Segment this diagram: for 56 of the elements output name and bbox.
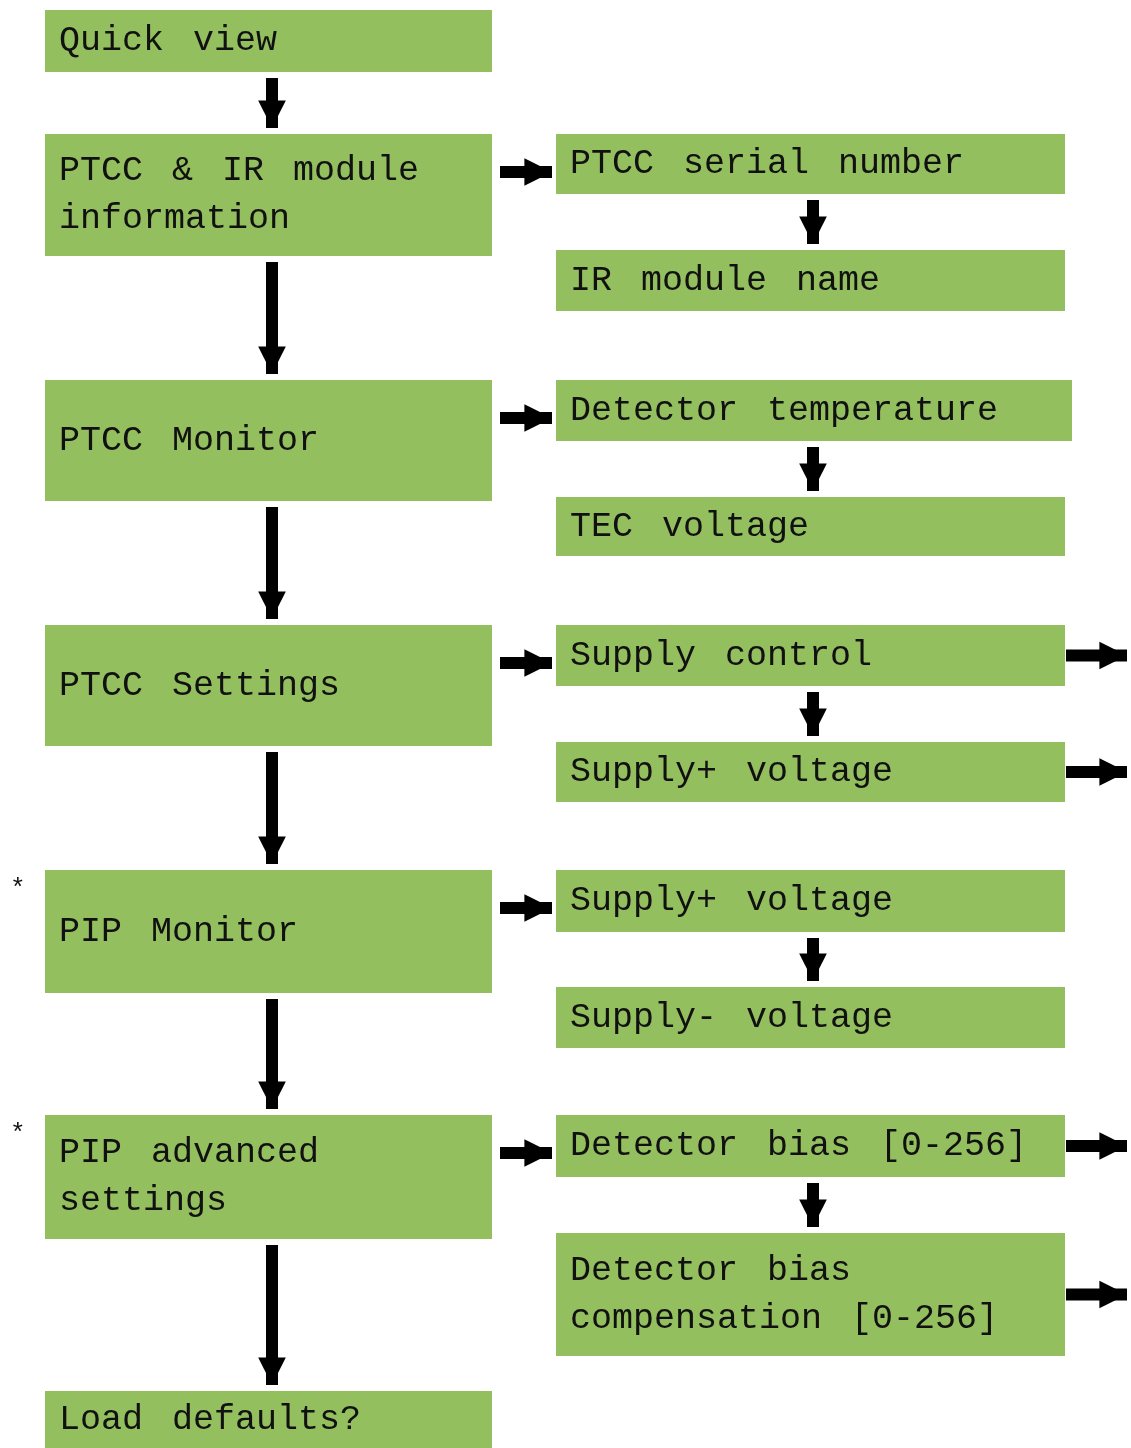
block-arrow <box>258 752 286 864</box>
menu-item-text: Supply control <box>570 634 873 678</box>
block-arrow <box>799 447 827 491</box>
menu-box <box>556 987 1065 1048</box>
menu-item-text: PTCC Monitor <box>59 419 320 463</box>
menu-item-text: Load defaults? <box>59 1398 362 1442</box>
menu-box <box>556 380 1072 441</box>
menu-box <box>556 250 1065 311</box>
menu-item-text: Detector bias compensation [0-256] <box>570 1249 1000 1341</box>
menu-box <box>556 1115 1065 1177</box>
block-arrow <box>799 692 827 736</box>
menu-item-text: PTCC & IR module information <box>59 150 421 241</box>
menu-box <box>556 625 1065 686</box>
menu-item-text: PTCC serial number <box>570 143 965 186</box>
menu-item-text: PIP Monitor <box>59 910 299 954</box>
menu-item-text: Detector temperature <box>570 389 999 433</box>
menu-box <box>556 870 1065 932</box>
menu-item-text: Supply- voltage <box>570 996 894 1040</box>
menu-item-text: Supply+ voltage <box>570 880 894 923</box>
menu-item-text: Supply+ voltage <box>570 751 894 794</box>
menu-box <box>45 380 492 501</box>
block-arrow <box>258 262 286 374</box>
block-arrow <box>1066 758 1127 786</box>
menu-box <box>45 870 492 993</box>
menu-item-text: Quick view <box>59 20 278 63</box>
block-arrow <box>500 158 552 186</box>
footnote-mark: * <box>10 876 26 902</box>
menu-item-text: PTCC Settings <box>59 664 341 708</box>
menu-box <box>556 134 1065 194</box>
menu-item-text: TEC voltage <box>570 505 810 549</box>
menu-item-text: Detector bias [0-256] <box>570 1125 1028 1168</box>
block-arrow <box>258 1245 286 1385</box>
menu-box <box>556 497 1065 556</box>
block-arrow <box>500 894 552 922</box>
menu-box <box>45 134 492 256</box>
block-arrow <box>799 200 827 244</box>
menu-box <box>45 625 492 746</box>
menu-box <box>45 1391 492 1448</box>
block-arrow <box>1066 641 1127 670</box>
menu-box <box>556 1233 1065 1356</box>
block-arrow <box>500 649 552 677</box>
block-arrow <box>799 938 827 981</box>
block-arrow <box>258 999 286 1109</box>
block-arrow <box>258 78 286 128</box>
block-arrow <box>500 1139 552 1167</box>
menu-item-text: IR module name <box>570 259 881 303</box>
menu-box <box>45 1115 492 1239</box>
block-arrow <box>258 507 286 619</box>
menu-item-text: PIP advanced settings <box>59 1132 321 1223</box>
footnote-mark: * <box>10 1121 26 1147</box>
block-arrow <box>1066 1280 1127 1309</box>
block-arrow <box>500 404 552 432</box>
block-arrow <box>1066 1132 1127 1160</box>
menu-box <box>556 742 1065 802</box>
menu-box <box>45 10 492 72</box>
block-arrow <box>799 1183 827 1227</box>
